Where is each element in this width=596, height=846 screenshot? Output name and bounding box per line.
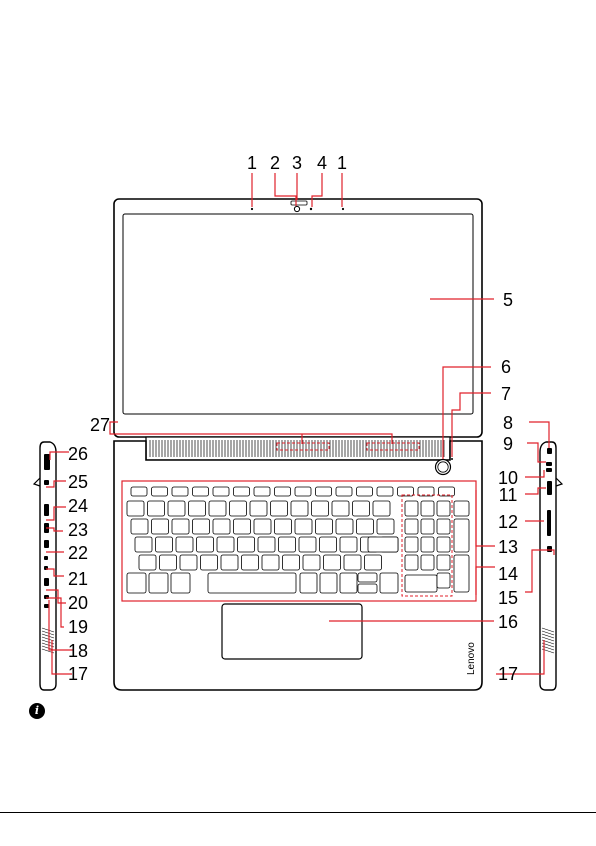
callout-number: 27 bbox=[90, 415, 110, 435]
trackpad bbox=[222, 604, 362, 659]
callout-number: 8 bbox=[503, 413, 513, 433]
callout-number: 12 bbox=[498, 512, 518, 532]
callout-number: 17 bbox=[68, 664, 88, 684]
display-lid bbox=[114, 199, 482, 437]
callout-number: 7 bbox=[501, 384, 511, 404]
info-icon: i bbox=[29, 703, 45, 719]
callout-number: 11 bbox=[499, 485, 518, 505]
callout-number: 16 bbox=[498, 612, 518, 632]
camera-light bbox=[310, 208, 312, 210]
camera bbox=[294, 206, 299, 211]
microphone-right bbox=[342, 208, 344, 210]
microphone-left bbox=[251, 208, 253, 210]
callout-number: 18 bbox=[68, 641, 88, 661]
callout-number: 1 bbox=[247, 153, 257, 173]
callout-number: 22 bbox=[68, 543, 88, 563]
footer-rule bbox=[0, 812, 596, 813]
callout-number: 2 bbox=[270, 153, 280, 173]
callout-number: 25 bbox=[68, 472, 88, 492]
brand-logo: Lenovo bbox=[466, 642, 477, 675]
callout-number: 9 bbox=[503, 434, 513, 454]
camera-shutter bbox=[291, 201, 307, 205]
right-side-view bbox=[540, 442, 562, 690]
laptop-base: Lenovo bbox=[114, 441, 482, 690]
callout-number: 6 bbox=[501, 357, 511, 377]
power-light bbox=[451, 458, 453, 460]
callout-number: 20 bbox=[68, 593, 88, 613]
callout-number: 17 bbox=[498, 664, 518, 684]
callout-number: 23 bbox=[68, 520, 88, 540]
callout-number: 19 bbox=[68, 617, 88, 637]
callout-number: 15 bbox=[498, 588, 518, 608]
hinge bbox=[146, 437, 450, 460]
callout-number: 26 bbox=[68, 444, 88, 464]
callout-number: 24 bbox=[68, 496, 88, 516]
callout-number: 5 bbox=[503, 290, 513, 310]
callout-number: 14 bbox=[498, 564, 518, 584]
callout-number: 4 bbox=[317, 153, 327, 173]
callout-number: 1 bbox=[337, 153, 347, 173]
callout-number: 3 bbox=[292, 153, 302, 173]
display-screen bbox=[123, 214, 473, 414]
callout-number: 13 bbox=[498, 537, 518, 557]
left-side-view bbox=[34, 442, 56, 690]
callout-number: 21 bbox=[68, 569, 88, 589]
